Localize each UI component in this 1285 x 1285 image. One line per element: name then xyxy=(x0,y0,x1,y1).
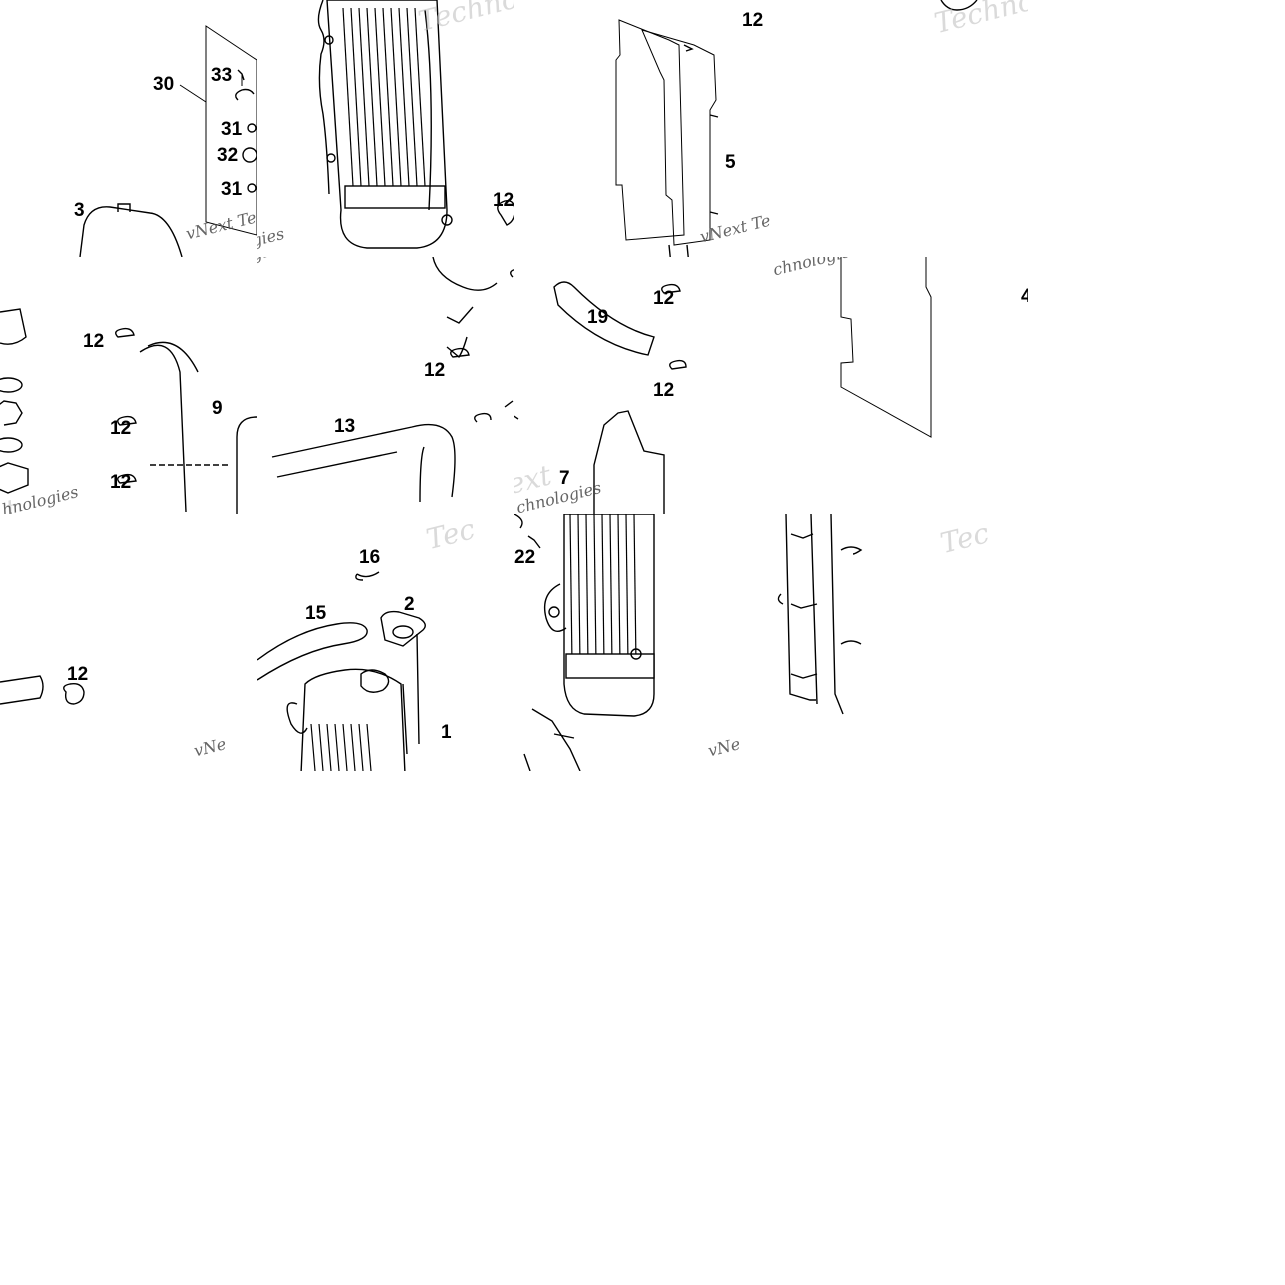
callout-9: 9 xyxy=(212,398,223,419)
tile-d-drawing xyxy=(940,0,978,11)
tile-b: 12 Techno chnologies xyxy=(257,0,514,257)
callout-12-g2: 12 xyxy=(653,380,675,401)
tile-j-drawing xyxy=(257,571,426,771)
callout-3: 3 xyxy=(74,200,85,221)
callout-33: 33 xyxy=(211,65,233,86)
tile-g-drawing xyxy=(514,281,687,514)
callout-12-g1: 12 xyxy=(653,288,675,309)
tile-k: 22 vNe xyxy=(514,514,771,771)
callout-5: 5 xyxy=(725,152,736,173)
callout-12-e1: 12 xyxy=(83,331,105,352)
tile-a-drawing xyxy=(79,25,257,257)
callout-16: 16 xyxy=(359,547,381,568)
callout-13: 13 xyxy=(334,416,356,437)
callout-32: 32 xyxy=(217,145,239,166)
tile-h-drawing xyxy=(840,257,932,438)
tile-d: Techno xyxy=(771,0,1028,257)
callout-12-e2: 12 xyxy=(110,418,132,439)
tile-c: 12 5 vNext Te xyxy=(514,0,771,257)
tile-i-drawing xyxy=(0,675,85,705)
tile-l: Tec xyxy=(771,514,1028,771)
tile-e: 12 12 12 9 t hnologies xyxy=(0,257,257,514)
callout-12-i: 12 xyxy=(67,664,89,685)
callout-19: 19 xyxy=(587,307,609,328)
tile-i: 12 vNe xyxy=(0,514,257,771)
callout-30: 30 xyxy=(153,74,175,95)
callout-7: 7 xyxy=(559,468,570,489)
callout-31b: 31 xyxy=(221,179,243,200)
callout-12-c: 12 xyxy=(742,10,764,31)
tile-g: 18 19 12 12 20 7 ext chnologies xyxy=(514,257,771,514)
tile-b-drawing xyxy=(317,0,514,249)
callout-4: 4 xyxy=(1021,286,1028,307)
callout-12-f: 12 xyxy=(424,360,446,381)
callout-2: 2 xyxy=(404,594,415,615)
tile-f-drawing xyxy=(271,257,514,503)
tile-a: 30 33 31 32 31 3 vNext Te xyxy=(0,0,257,257)
tile-e-drawing xyxy=(0,308,257,514)
callout-22: 22 xyxy=(514,547,536,568)
callout-31a: 31 xyxy=(221,119,243,140)
tile-j: 16 15 2 1 Tec xyxy=(257,514,514,771)
tile-k-drawing xyxy=(514,514,655,771)
tile-l-drawing xyxy=(777,514,863,715)
tile-h: 21 4 chnologies xyxy=(771,257,1028,514)
tile-c-drawing xyxy=(615,19,719,257)
callout-12-e3: 12 xyxy=(110,472,132,493)
tile-f: 12 13 chnologies xyxy=(257,257,514,514)
callout-15: 15 xyxy=(305,603,327,624)
callout-12-b: 12 xyxy=(493,190,514,211)
callout-1: 1 xyxy=(441,722,452,743)
